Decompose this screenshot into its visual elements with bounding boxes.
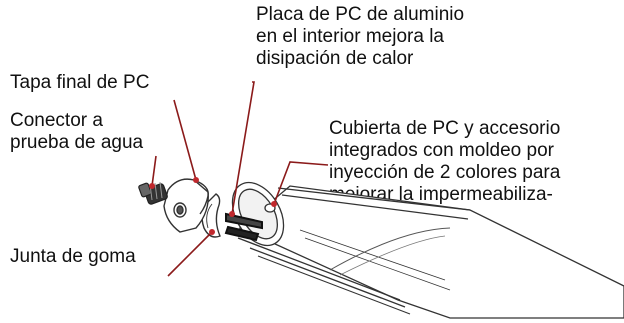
leader-line-cubierta — [273, 161, 329, 205]
leader-line-tapa — [173, 99, 197, 181]
leader-dot-cubierta — [271, 201, 277, 207]
leader-line-junta — [167, 231, 213, 277]
leader-line-conector — [151, 155, 157, 187]
leader-dot-junta — [209, 229, 215, 235]
leader-lines — [151, 81, 329, 277]
leader-dot-conector — [149, 183, 155, 189]
label-pc-cover-injection: Cubierta de PC y accesorio integrados co… — [329, 118, 561, 227]
aluminum-plate — [224, 212, 263, 242]
leader-dot-tapa — [193, 177, 199, 183]
label-rubber-gasket: Junta de goma — [10, 246, 136, 267]
leader-dot-placa — [229, 211, 235, 217]
tube-cover — [237, 185, 624, 319]
label-waterproof-connector: Conector a prueba de agua — [10, 110, 144, 153]
label-aluminum-pc-plate: Placa de PC de aluminio en el interior m… — [256, 4, 465, 69]
leader-dots — [149, 177, 277, 235]
end-cap — [163, 178, 209, 233]
background-curve — [329, 227, 451, 271]
label-pc-end-cap: Tapa final de PC — [10, 72, 150, 93]
leader-line-placa — [231, 81, 255, 215]
waterproof-connector — [138, 181, 168, 205]
